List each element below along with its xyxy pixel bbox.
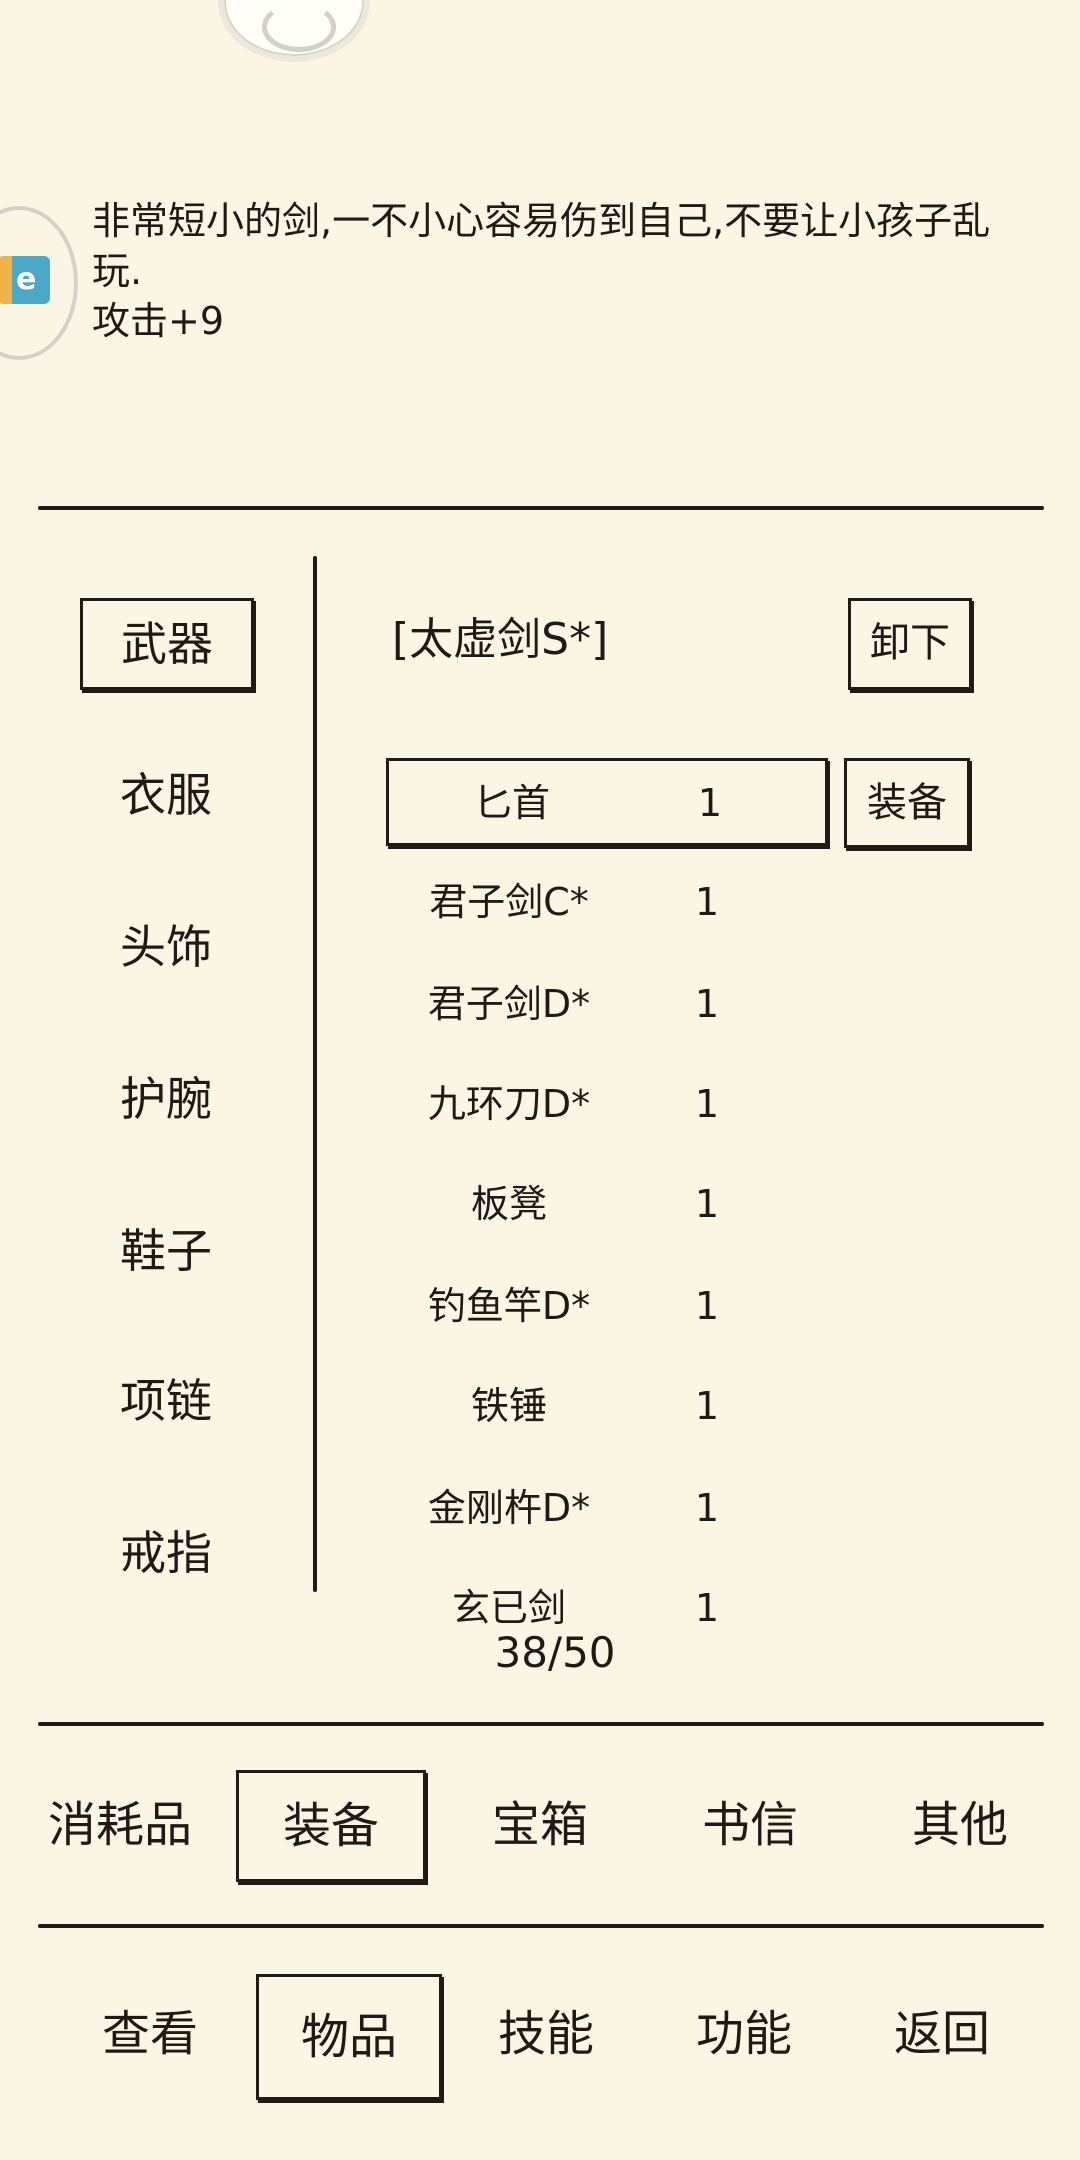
nav-skills[interactable]: 技能 xyxy=(456,1974,636,2094)
nav-label: 功能 xyxy=(695,2006,792,2062)
description-line-1: 非常短小的剑,一不小心容易伤到自己,不要让小孩子乱 xyxy=(92,199,991,243)
tab-letters[interactable]: 书信 xyxy=(660,1772,840,1878)
divider-vertical xyxy=(313,556,317,1592)
description-line-2: 玩. xyxy=(92,249,143,293)
item-description: 非常短小的剑,一不小心容易伤到自己,不要让小孩子乱 玩. 攻击+9 xyxy=(92,196,1012,346)
app-shortcut-icon[interactable]: e xyxy=(0,206,78,360)
equipped-item-name: [太虚剑S*] xyxy=(392,614,609,665)
item-count: 1 xyxy=(694,1586,720,1630)
nav-label: 技能 xyxy=(497,2006,594,2062)
equip-button[interactable]: 装备 xyxy=(844,758,970,848)
app-tile-strip xyxy=(0,256,12,304)
avatar-ring xyxy=(262,2,336,52)
nav-functions[interactable]: 功能 xyxy=(654,1974,834,2094)
item-name: 九环刀D* xyxy=(427,1082,591,1126)
list-item-selected[interactable]: 匕首 1 xyxy=(386,758,828,846)
category-label: 项链 xyxy=(120,1374,212,1428)
divider-middle xyxy=(38,1722,1044,1726)
nav-back[interactable]: 返回 xyxy=(852,1974,1032,2094)
category-label: 衣服 xyxy=(120,768,212,822)
tab-other[interactable]: 其他 xyxy=(870,1772,1050,1878)
unequip-button[interactable]: 卸下 xyxy=(848,598,972,690)
item-name: 玄已剑 xyxy=(451,1586,566,1630)
nav-label: 查看 xyxy=(101,2006,198,2062)
app-tile-letter: e xyxy=(16,262,37,297)
nav-items[interactable]: 物品 xyxy=(256,1974,442,2100)
tab-label: 其他 xyxy=(911,1797,1008,1853)
item-count: 1 xyxy=(694,1486,720,1530)
item-count: 1 xyxy=(694,982,720,1026)
item-count: 1 xyxy=(694,1182,720,1226)
item-name: 金刚杵D* xyxy=(427,1486,591,1530)
unequip-label: 卸下 xyxy=(870,620,950,666)
description-stat: 攻击+9 xyxy=(92,299,225,343)
list-item[interactable]: 板凳 1 xyxy=(386,1162,824,1246)
category-bracer[interactable]: 护腕 xyxy=(80,1056,252,1142)
category-label: 鞋子 xyxy=(120,1224,212,1278)
tab-label: 消耗品 xyxy=(47,1797,192,1853)
category-label: 护腕 xyxy=(120,1072,212,1126)
avatar-icon[interactable] xyxy=(218,0,370,62)
item-name: 君子剑C* xyxy=(429,880,589,924)
item-count: 1 xyxy=(694,1082,720,1126)
category-weapon[interactable]: 武器 xyxy=(80,598,254,690)
tab-treasure-chests[interactable]: 宝箱 xyxy=(450,1772,630,1878)
category-headwear[interactable]: 头饰 xyxy=(80,904,252,990)
nav-label: 返回 xyxy=(893,2006,990,2062)
list-item[interactable]: 九环刀D* 1 xyxy=(386,1062,824,1146)
list-item[interactable]: 钓鱼竿D* 1 xyxy=(386,1264,824,1348)
category-ring[interactable]: 戒指 xyxy=(80,1510,252,1596)
item-count: 1 xyxy=(694,1384,720,1428)
item-count: 1 xyxy=(697,781,723,825)
item-name: 匕首 xyxy=(473,781,550,825)
divider-top xyxy=(38,506,1044,510)
category-shoes[interactable]: 鞋子 xyxy=(80,1208,252,1294)
category-necklace[interactable]: 项链 xyxy=(80,1358,252,1444)
item-name: 君子剑D* xyxy=(427,982,591,1026)
list-item[interactable]: 金刚杵D* 1 xyxy=(386,1466,824,1550)
item-name: 铁锤 xyxy=(470,1384,547,1428)
item-name: 钓鱼竿D* xyxy=(427,1284,591,1328)
list-item[interactable]: 君子剑C* 1 xyxy=(386,860,824,944)
list-item[interactable]: 铁锤 1 xyxy=(386,1364,824,1448)
category-label: 戒指 xyxy=(120,1526,212,1580)
item-name: 板凳 xyxy=(470,1182,547,1226)
category-clothes[interactable]: 衣服 xyxy=(80,752,252,838)
nav-label: 物品 xyxy=(300,2009,397,2065)
category-label: 武器 xyxy=(121,617,213,671)
tab-label: 宝箱 xyxy=(491,1797,588,1853)
nav-view[interactable]: 查看 xyxy=(60,1974,240,2094)
item-count: 1 xyxy=(694,1284,720,1328)
list-item[interactable]: 玄已剑 1 xyxy=(386,1566,824,1650)
item-list[interactable]: 匕首 1 君子剑C* 1 君子剑D* 1 九环刀D* 1 板凳 1 钓鱼竿D* … xyxy=(386,748,986,1630)
tab-label: 装备 xyxy=(282,1798,379,1854)
tab-equipment[interactable]: 装备 xyxy=(236,1770,426,1882)
list-item[interactable]: 君子剑D* 1 xyxy=(386,962,824,1046)
tab-label: 书信 xyxy=(701,1797,798,1853)
item-count: 1 xyxy=(694,880,720,924)
category-label: 头饰 xyxy=(120,920,212,974)
inventory-capacity: 38/50 xyxy=(494,1628,616,1677)
divider-bottom xyxy=(38,1924,1044,1928)
tab-consumables[interactable]: 消耗品 xyxy=(30,1772,210,1878)
equip-label: 装备 xyxy=(867,780,947,826)
